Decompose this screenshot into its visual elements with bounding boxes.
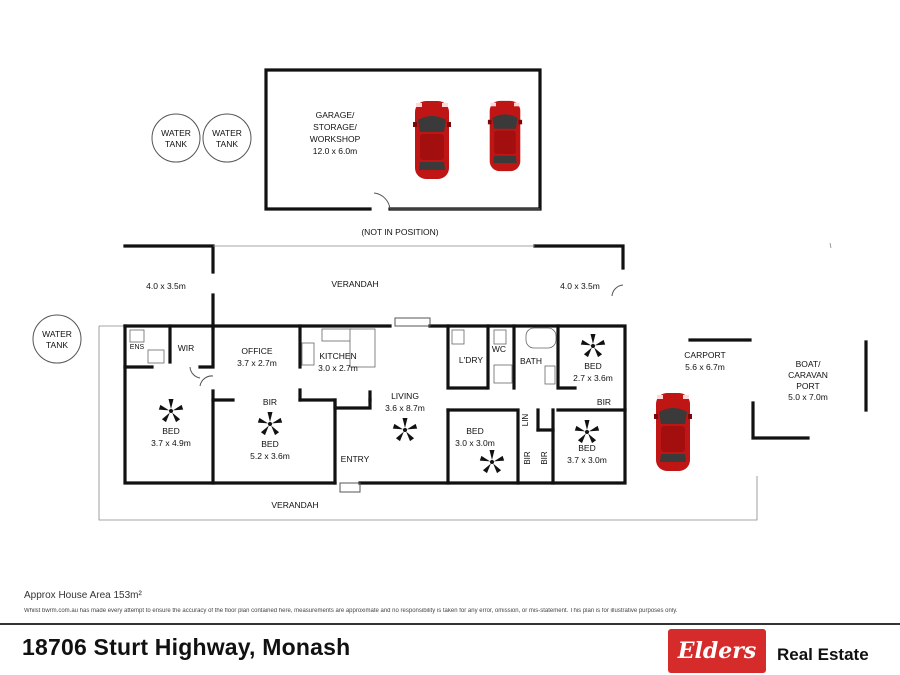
tank-label-line: TANK [46,340,68,350]
office-size: 3.7 x 2.7m [237,358,277,368]
bed-3-size: 3.0 x 3.0m [455,438,495,448]
fan-icon-bed-2 [257,412,283,436]
boat-label-2: CARAVAN [788,370,828,380]
bir-b-label: BIR [523,451,532,465]
disclaimer: Whilst bwrm.com.au has made every attemp… [24,608,678,614]
kitchen-label: KITCHEN [319,351,356,361]
office-label: OFFICE [241,346,272,356]
living-label: LIVING [391,391,419,401]
wc-label: WC [492,344,506,354]
ldry-label: L'DRY [459,355,483,365]
tank-label-line: WATER [161,128,191,138]
verandah-outline [98,326,758,521]
wir-label: WIR [178,343,195,353]
fan-icon-bed-4 [574,420,600,444]
house-area: Approx House Area 153m² [24,590,142,601]
room-labels: ENS WIR OFFICE 3.7 x 2.7m KITCHEN 3.0 x … [130,343,613,510]
bed-2-size: 5.2 x 3.6m [250,451,290,461]
garage-title-1: GARAGE/ [316,110,355,120]
garage: GARAGE/ STORAGE/ WORKSHOP 12.0 x 6.0m (N… [264,68,542,237]
garage-car-2 [487,100,523,172]
ens-label: ENS [130,344,145,351]
bed-tr-size: 2.7 x 3.6m [573,373,613,383]
house-walls [123,324,627,485]
fan-icon-bed-3 [479,450,505,474]
verandah-bottom-label: VERANDAH [271,500,318,510]
bed-main-label: BED [162,426,179,436]
tank-label-line: WATER [42,329,72,339]
boat-label-3: PORT [796,381,819,391]
boat-size: 5.0 x 7.0m [788,392,828,402]
bed-main-size: 3.7 x 4.9m [151,438,191,448]
lin-label: LIN [521,414,530,427]
deck-right-size: 4.0 x 3.5m [560,281,600,291]
verandah-top-label: VERANDAH [331,279,378,289]
kitchen-size: 3.0 x 2.7m [318,363,358,373]
garage-title-3: WORKSHOP [310,134,361,144]
bed-tr-label: BED [584,361,601,371]
fan-icon-bed-main [158,399,184,423]
bir-c-label: BIR [540,451,549,465]
carport-car [654,393,692,471]
tank-label-line: TANK [216,139,238,149]
boat-label-1: BOAT/ [796,359,822,369]
bir-d-label: BIR [597,397,611,407]
brand-suffix: Real Estate [777,645,869,664]
elders-logo: Elders [668,629,766,673]
living-size: 3.6 x 8.7m [385,403,425,413]
entry-label: ENTRY [341,454,370,464]
tank-label-line: WATER [212,128,242,138]
bir-a-label: BIR [263,397,277,407]
fixtures [129,317,557,493]
bed-4-label: BED [578,443,595,453]
garage-size: 12.0 x 6.0m [313,146,357,156]
fan-icon-living [392,418,418,442]
bed-3-label: BED [466,426,483,436]
carport-size: 5.6 x 6.7m [685,362,725,372]
garage-title-2: STORAGE/ [313,122,357,132]
carport-label: CARPORT [684,350,725,360]
tank-label-line: TANK [165,139,187,149]
top-verandah: 4.0 x 3.5m VERANDAH 4.0 x 3.5m [123,242,832,330]
garage-car-1 [413,101,451,179]
bath-label: BATH [520,356,542,366]
carport: CARPORT 5.6 x 6.7m BOAT/ CARAVAN PORT 5.… [654,338,868,471]
garage-position-note: (NOT IN POSITION) [361,227,438,237]
deck-left-size: 4.0 x 3.5m [146,281,186,291]
footer-divider [0,623,900,625]
bed-2-label: BED [261,439,278,449]
property-address: 18706 Sturt Highway, Monash [22,634,351,660]
elders-logo-text: Elders [677,638,757,664]
fan-icon-bed-tr [580,334,606,358]
bed-4-size: 3.7 x 3.0m [567,455,607,465]
